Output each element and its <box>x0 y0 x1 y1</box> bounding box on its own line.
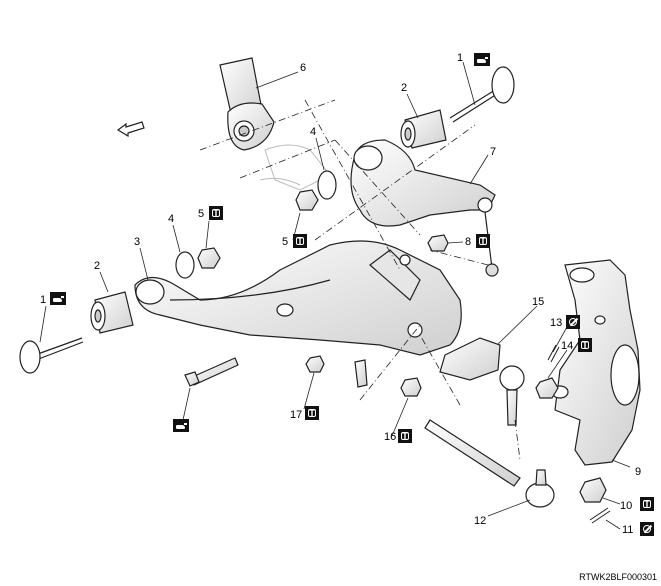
torque-spec-icon: T <box>398 429 412 443</box>
torque-symbol-letter: T <box>297 236 303 246</box>
callout-13: 13 <box>550 317 563 329</box>
lower-arm-bolt <box>184 357 239 387</box>
lower-control-arm <box>134 240 462 356</box>
torque-symbol-letter: T <box>309 408 315 418</box>
callout-4-lower: 4 <box>168 213 175 225</box>
castle-nut-10 <box>579 477 607 503</box>
bushing-upper <box>400 109 447 149</box>
torque-spec-icon: T <box>476 234 490 248</box>
callout-5-lower: 5 <box>282 236 289 248</box>
upper-control-arm <box>350 139 499 277</box>
callout-14: 14 <box>561 340 574 352</box>
callout-16: 16 <box>384 431 397 443</box>
shock-absorber <box>219 57 275 151</box>
grease-apply-icon <box>173 419 189 432</box>
callout-17: 17 <box>290 409 303 421</box>
callout-8: 8 <box>465 236 472 248</box>
callout-15: 15 <box>532 296 545 308</box>
callout-12: 12 <box>474 515 487 527</box>
callout-6: 6 <box>300 62 307 74</box>
torque-symbol-letter: T <box>213 208 219 218</box>
cam-washer-lower <box>175 251 195 279</box>
torque-spec-icon: T <box>209 206 223 220</box>
bolt-17 <box>305 355 368 388</box>
callout-9: 9 <box>635 466 642 478</box>
assembly-lines <box>199 99 521 461</box>
callout-3: 3 <box>134 236 141 248</box>
callout-10: 10 <box>620 500 633 512</box>
steering-knuckle <box>551 259 641 466</box>
grease-apply-icon <box>50 292 66 305</box>
leader-lines <box>39 61 631 530</box>
front-direction-arrow-icon <box>116 121 145 138</box>
torque-spec-icon: T <box>305 406 319 420</box>
callout-2-lower: 2 <box>94 260 101 272</box>
non-reusable-part-icon <box>566 315 580 329</box>
callout-1-upper: 1 <box>457 52 464 64</box>
cam-bolt-lower <box>19 337 84 374</box>
nut-8 <box>427 234 449 252</box>
cotter-pin-13 <box>547 344 560 363</box>
torque-symbol-letter: T <box>480 236 486 246</box>
torque-symbol-letter: T <box>402 431 408 441</box>
upper-arm-ghost-outline <box>259 144 331 191</box>
callout-2-upper: 2 <box>401 82 408 94</box>
callout-7: 7 <box>490 146 497 158</box>
callout-4-upper: 4 <box>310 126 317 138</box>
callout-11: 11 <box>622 524 634 536</box>
tie-rod-end <box>424 419 555 508</box>
document-code: RTWK2BLF000301 <box>579 572 657 582</box>
nut-16 <box>400 377 422 397</box>
bushing-lower <box>90 291 134 334</box>
castle-nut-14 <box>535 377 559 399</box>
callout-5-upper: 5 <box>198 208 205 220</box>
torque-spec-icon: T <box>578 338 592 352</box>
torque-spec-icon: T <box>640 497 654 511</box>
nut-upper <box>295 189 319 211</box>
torque-symbol-letter: T <box>582 340 588 350</box>
non-reusable-part-icon <box>640 522 654 536</box>
torque-spec-icon: T <box>293 234 307 248</box>
cam-washer-upper <box>317 170 337 200</box>
callout-1-lower: 1 <box>40 294 47 306</box>
lower-ball-joint <box>439 337 525 426</box>
nut-lower <box>197 247 221 269</box>
cotter-pin-11 <box>589 507 611 524</box>
grease-apply-icon <box>474 53 490 66</box>
cam-bolt-upper <box>449 66 515 123</box>
torque-symbol-letter: T <box>644 499 650 509</box>
